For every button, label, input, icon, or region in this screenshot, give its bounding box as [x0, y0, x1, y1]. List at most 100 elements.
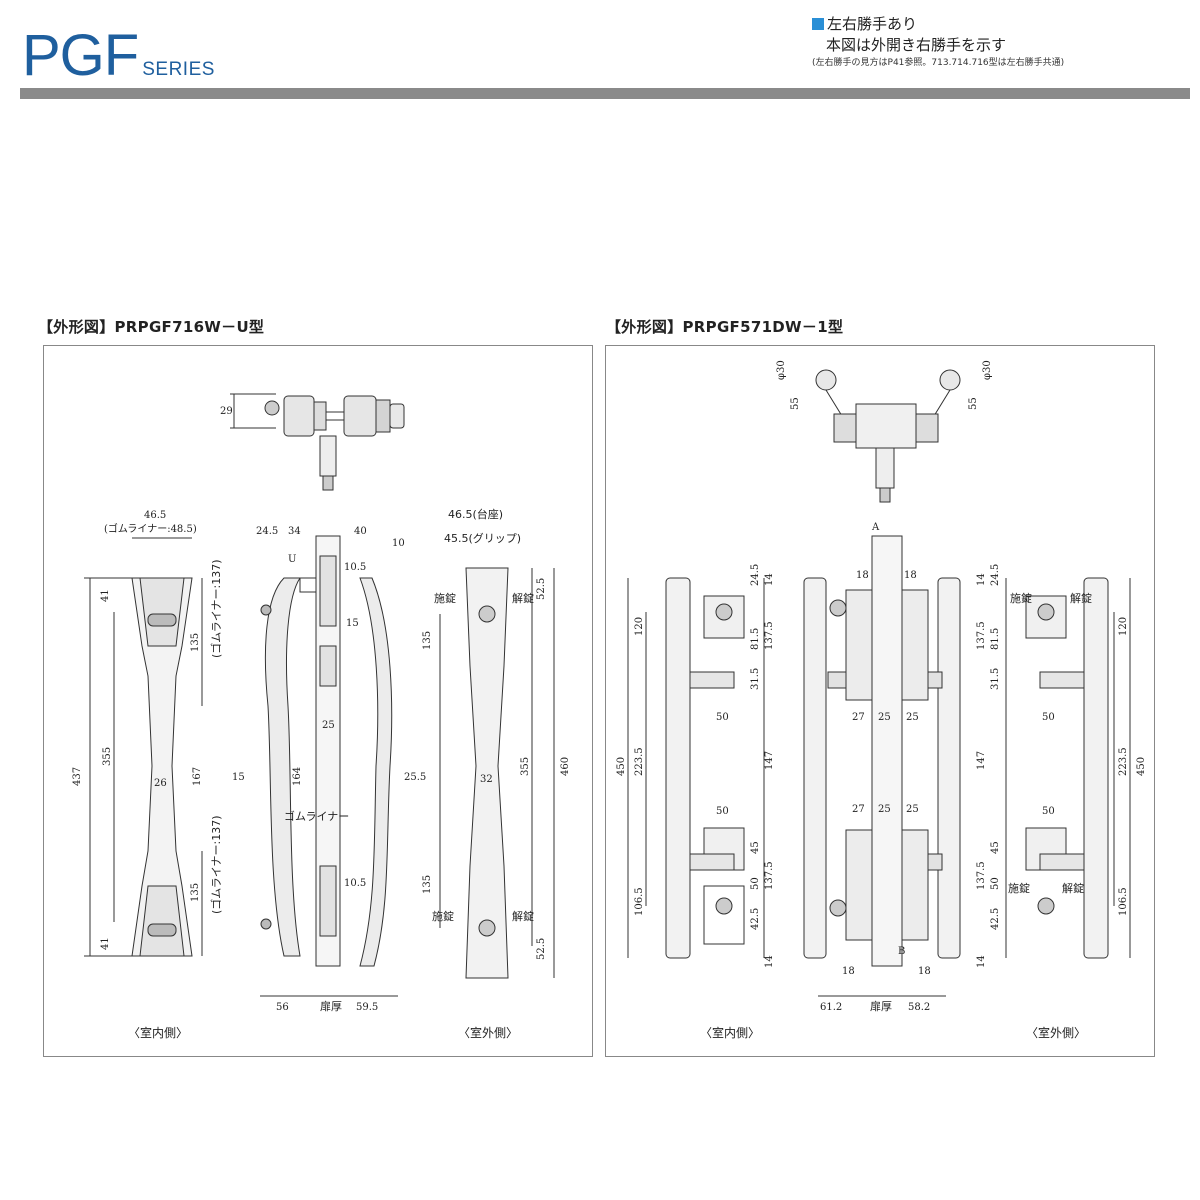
- right-out-a: 14: [976, 573, 987, 586]
- left-out-lock: 施錠: [434, 591, 456, 605]
- left-sec-p: 59.5: [356, 1002, 378, 1013]
- right-sec-e: 25: [878, 712, 891, 723]
- left-top-view: 29: [220, 393, 405, 491]
- right-top-b: 55: [790, 397, 801, 410]
- left-out-c: 355: [520, 757, 531, 776]
- left-dim-width: 46.5: [144, 510, 166, 521]
- note-square-icon: [812, 18, 824, 30]
- left-sec-i: 15: [232, 772, 245, 783]
- right-out-d: 81.5: [990, 628, 1001, 650]
- right-out-lock: 施錠: [1010, 591, 1032, 605]
- left-out-w2: 45.5(グリップ): [444, 531, 521, 545]
- left-diagram-panel: 29 437 355 41 41 46.5 (ゴムライナー:48.5) 135 …: [43, 345, 593, 1057]
- left-sec-j: 164: [292, 767, 303, 786]
- left-dim-mid: 355: [102, 747, 113, 766]
- right-top-d: 55: [968, 397, 979, 410]
- right-out-q: 14: [976, 955, 987, 968]
- left-out-g: 52.5: [536, 938, 547, 960]
- left-sec-m: 10.5: [344, 878, 366, 889]
- left-out-unlock: 解錠: [512, 591, 534, 605]
- handedness-note: 左右勝手あり 本図は外開き右勝手を示す (左右勝手の見方はP41参照。713.7…: [812, 14, 1064, 70]
- right-out-unlock2: 解錠: [1062, 881, 1084, 895]
- right-caption-outdoor: 〈室外側〉: [1026, 1026, 1087, 1040]
- right-out-e: 31.5: [990, 668, 1001, 690]
- right-out-h: 223.5: [1118, 747, 1129, 776]
- right-sec-k: 18: [842, 966, 855, 977]
- left-caption-indoor: 〈室内側〉: [128, 1026, 189, 1040]
- right-sec-d: 27: [852, 712, 865, 723]
- right-out-f: 120: [1118, 617, 1129, 636]
- right-in-n: 137.5: [764, 861, 775, 890]
- right-diagram: φ30 55 φ30 55 450 223.5 120 106.5 24.5 1…: [616, 360, 1147, 1013]
- left-indoor-side: 437 355 41 41 46.5 (ゴムライナー:48.5) 135 135…: [72, 510, 223, 957]
- left-dim-total: 437: [72, 767, 83, 786]
- right-in-l: 45: [750, 841, 761, 854]
- left-sec-liner: ゴムライナー: [284, 809, 349, 823]
- left-dim-d-bot: 135: [190, 883, 201, 902]
- left-outdoor-view: 135 135 355 460 52.5 52.5 32 46.5(台座) 45…: [422, 507, 571, 979]
- left-dim-width-liner: (ゴムライナー:48.5): [104, 522, 197, 535]
- left-dim-top: 41: [100, 589, 111, 602]
- left-sec-e: 10.5: [344, 562, 366, 573]
- right-sec-door: 扉厚: [870, 1000, 892, 1013]
- left-out-f: 135: [422, 875, 433, 894]
- right-sec-f: 25: [906, 712, 919, 723]
- left-sec-c: 40: [354, 526, 367, 537]
- left-sec-k: 25.5: [404, 772, 426, 783]
- right-in-o: 106.5: [634, 887, 645, 916]
- left-dim-d-top: 135: [190, 633, 201, 652]
- right-out-o: 106.5: [1118, 887, 1129, 916]
- right-out-p: 42.5: [990, 908, 1001, 930]
- right-in-q: 14: [764, 955, 775, 968]
- right-sec-m: 61.2: [820, 1002, 842, 1013]
- header-divider: [20, 88, 1190, 99]
- left-out-a: 52.5: [536, 578, 547, 600]
- left-sec-h: 25: [322, 720, 335, 731]
- left-sec-a: 24.5: [256, 526, 278, 537]
- right-sec-i: 25: [906, 804, 919, 815]
- right-in-h: 450: [616, 757, 627, 776]
- brand-name: PGF: [22, 23, 139, 88]
- right-in-k: 50: [716, 806, 729, 817]
- right-out-c: 137.5: [976, 621, 987, 650]
- right-out-b: 24.5: [990, 564, 1001, 586]
- right-diagram-panel: φ30 55 φ30 55 450 223.5 120 106.5 24.5 1…: [605, 345, 1155, 1057]
- left-sec-f: U: [288, 554, 296, 565]
- note-line-1: 左右勝手あり: [827, 15, 918, 33]
- right-in-a: 24.5: [750, 564, 761, 586]
- right-outdoor-view: 14 24.5 施錠 解錠 137.5 81.5 31.5 120 50 223…: [976, 564, 1147, 968]
- left-sec-g: 15: [346, 618, 359, 629]
- note-line-3: (左右勝手の見方はP41参照。713.714.716型は左右勝手共通): [812, 58, 1065, 68]
- right-in-d: 81.5: [750, 628, 761, 650]
- left-sec-n: 56: [276, 1002, 289, 1013]
- left-dim-mid-h: 167: [192, 767, 203, 786]
- right-top-c: φ30: [982, 360, 993, 380]
- left-diagram: 29 437 355 41 41 46.5 (ゴムライナー:48.5) 135 …: [72, 393, 571, 1013]
- right-sec-o: 58.2: [908, 1002, 930, 1013]
- right-out-l: 45: [990, 841, 1001, 854]
- right-sec-a: A: [871, 522, 880, 533]
- right-out-g: 50: [1042, 712, 1055, 723]
- left-dim-bot: 41: [100, 937, 111, 950]
- right-top-view: φ30 55 φ30 55: [776, 360, 993, 503]
- right-panel-title: 【外形図】PRPGF571DW－1型: [606, 318, 844, 336]
- right-in-j: 147: [764, 751, 775, 770]
- right-out-k: 50: [1042, 806, 1055, 817]
- left-out-e: 32: [480, 774, 493, 785]
- left-panel-title: 【外形図】PRPGF716W－U型: [38, 318, 265, 336]
- note-line-2: 本図は外開き右勝手を示す: [826, 36, 1007, 54]
- left-liner-bot: (ゴムライナー:137): [209, 815, 223, 914]
- right-in-g: 50: [716, 712, 729, 723]
- brand-series: SERIES: [142, 59, 215, 80]
- left-top-dim: 29: [220, 406, 233, 417]
- right-in-m: 50: [750, 877, 761, 890]
- right-sec-b: 18: [856, 570, 869, 581]
- left-out-b: 135: [422, 631, 433, 650]
- left-section-view: 56 扉厚 59.5 24.5 34 40 10 10.5 U 15 25 15…: [232, 526, 426, 1013]
- right-in-c: 120: [634, 617, 645, 636]
- left-out-w1: 46.5(台座): [448, 507, 503, 521]
- left-out-d: 460: [560, 757, 571, 776]
- left-out-unlock2: 解錠: [512, 909, 534, 923]
- right-in-p: 42.5: [750, 908, 761, 930]
